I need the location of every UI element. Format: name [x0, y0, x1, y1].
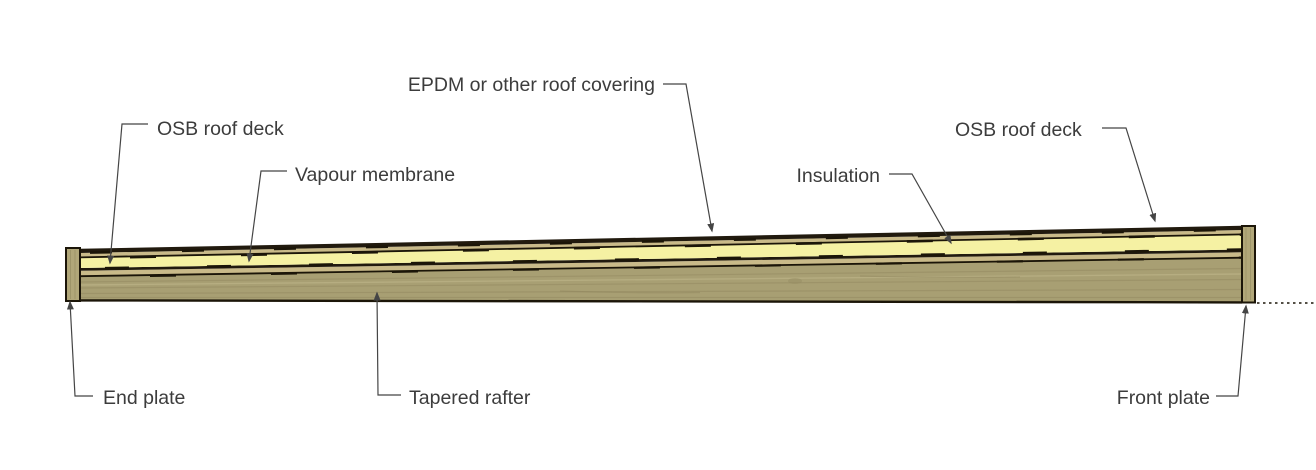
- vapour-membrane-leader: [246, 170, 287, 263]
- epdm-label: EPDM or other roof covering: [408, 74, 655, 96]
- osb-left-label: OSB roof deck: [157, 118, 284, 140]
- front-plate-grain: [1245, 228, 1251, 300]
- end-plate-shape: [65, 247, 81, 302]
- osb-right-leader: [1102, 127, 1157, 223]
- vapour-membrane-label: Vapour membrane: [295, 164, 455, 186]
- end-plate-label: End plate: [103, 387, 185, 409]
- tapered-rafter-label: Tapered rafter: [409, 387, 531, 409]
- tapered-rafter-leader: [373, 291, 401, 396]
- osb-deck-lower-shape: [80, 252, 1242, 277]
- end-plate-leader: [66, 300, 93, 397]
- insulation-leader: [889, 173, 952, 245]
- leader-lines: [66, 83, 1249, 397]
- osb-right-label: OSB roof deck: [955, 119, 1082, 141]
- rafter-bottom-line: [79, 299, 1243, 304]
- osb-left-leader: [107, 123, 148, 265]
- insulation-label: Insulation: [797, 165, 880, 187]
- end-plate-grain: [70, 250, 76, 299]
- panel-joint-dashes: [89, 228, 1243, 277]
- osb-upper-bottom-line: [79, 233, 1243, 259]
- vapour-membrane-shape: [80, 249, 1242, 271]
- epdm-leader: [663, 83, 715, 233]
- front-plate-label: Front plate: [1117, 387, 1210, 409]
- front-plate-leader: [1216, 304, 1249, 397]
- front-plate-shape: [1241, 225, 1256, 304]
